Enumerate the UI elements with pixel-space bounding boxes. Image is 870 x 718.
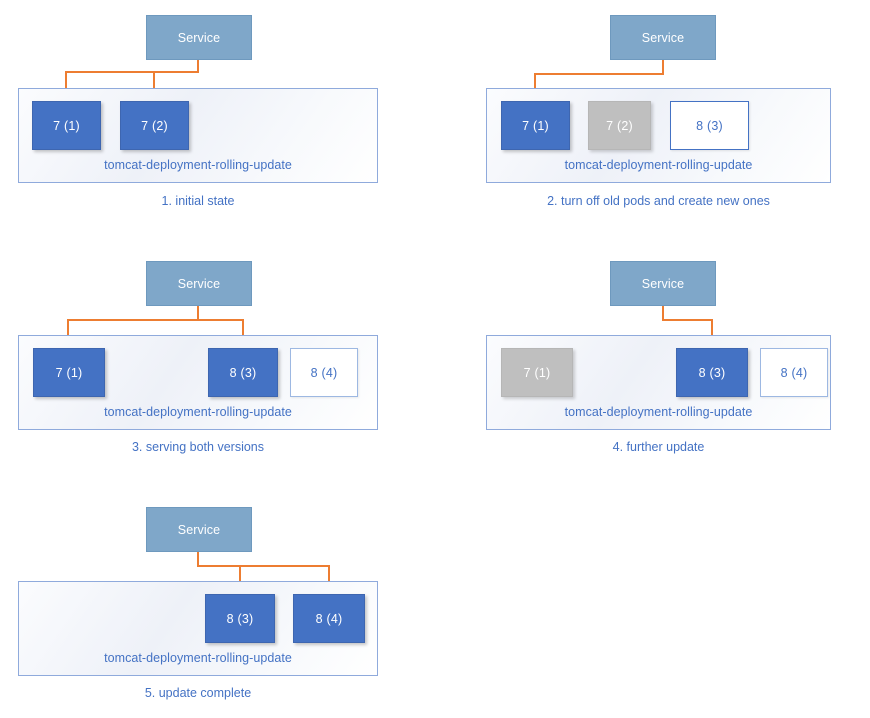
panel-2-service-box[interactable]: Service [610,15,716,60]
panel-4-pod-8-4[interactable]: 8 (4) [760,348,828,397]
panel-3-pod-7-1[interactable]: 7 (1) [33,348,105,397]
panel-5-service-box[interactable]: Service [146,507,252,552]
panel-3-service-box[interactable]: Service [146,261,252,306]
panel-2-pod-7-1[interactable]: 7 (1) [501,101,570,150]
pod-label: 8 (3) [226,611,254,626]
panel-4-service-box[interactable]: Service [610,261,716,306]
panel-2-pod-7-2[interactable]: 7 (2) [588,101,651,150]
pod-label: 8 (3) [698,365,726,380]
panel-1-deployment-label: tomcat-deployment-rolling-update [104,158,292,172]
pod-label: 8 (4) [780,365,808,380]
panel-3-deployment-label: tomcat-deployment-rolling-update [104,405,292,419]
service-label: Service [177,276,221,291]
service-label: Service [177,522,221,537]
pod-label: 8 (3) [696,118,723,133]
pod-label: 7 (2) [606,118,633,133]
panel-4-deployment-label: tomcat-deployment-rolling-update [564,405,753,419]
pod-label: 7 (1) [522,118,549,133]
pod-label: 7 (1) [55,365,83,380]
pod-label: 7 (1) [53,118,80,133]
panel-5-pod-8-4[interactable]: 8 (4) [293,594,365,643]
panel-3-caption: 3. serving both versions [131,440,264,454]
panel-1-pod-7-1[interactable]: 7 (1) [32,101,101,150]
panel-1-pod-7-2[interactable]: 7 (2) [120,101,189,150]
panel-5-pod-8-3[interactable]: 8 (3) [205,594,275,643]
panel-4-pod-7-1[interactable]: 7 (1) [501,348,573,397]
panel-1-service-box[interactable]: Service [146,15,252,60]
service-label: Service [177,30,221,45]
pod-label: 8 (3) [229,365,257,380]
panel-3-pod-8-4[interactable]: 8 (4) [290,348,358,397]
pod-label: 7 (1) [523,365,551,380]
panel-1-caption: 1. initial state [161,194,235,208]
panel-4-pod-8-3[interactable]: 8 (3) [676,348,748,397]
service-label: Service [641,276,685,291]
service-label: Service [641,30,685,45]
panel-2-caption: 2. turn off old pods and create new ones [547,194,770,208]
panel-5-caption: 5. update complete [144,686,252,700]
pod-label: 8 (4) [310,365,338,380]
panel-4-caption: 4. further update [612,440,705,454]
panel-2-pod-8-3[interactable]: 8 (3) [670,101,749,150]
panel-2-deployment-label: tomcat-deployment-rolling-update [564,158,753,172]
panel-3-pod-8-3[interactable]: 8 (3) [208,348,278,397]
pod-label: 8 (4) [315,611,343,626]
pod-label: 7 (2) [141,118,168,133]
panel-5-deployment-label: tomcat-deployment-rolling-update [104,651,292,665]
